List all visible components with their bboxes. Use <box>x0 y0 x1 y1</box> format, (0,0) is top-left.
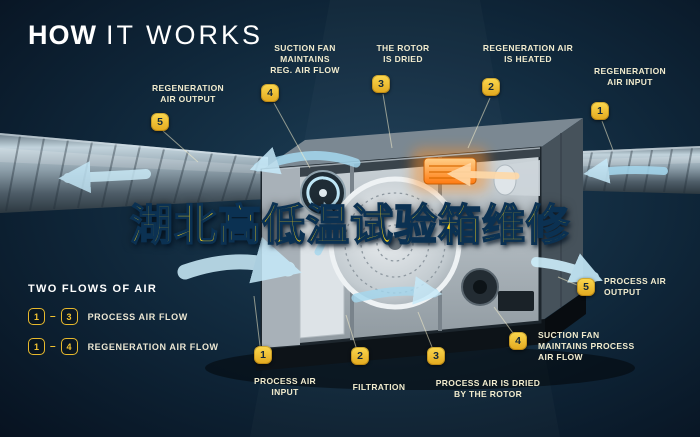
callout-label-rotor-dried: THE ROTOR IS DRIED <box>376 43 430 65</box>
callout-badge-4-suction-fan-reg: 4 <box>261 84 279 102</box>
heated-air-arrow <box>446 162 520 187</box>
callout-badge-5-regen-output: 5 <box>151 113 169 131</box>
legend-badge-1: 1 <box>28 308 45 325</box>
process-input-arrow <box>177 237 302 284</box>
machine-base-side <box>545 290 586 344</box>
regen-duct-out-arrow <box>58 161 151 194</box>
fan-up-arrow <box>314 201 342 256</box>
callout-label-regeneration-air-output: REGENERATION AIR OUTPUT <box>151 83 225 105</box>
legend-badge-4: 4 <box>60 338 78 355</box>
legend-label-process-air-flow: PROCESS AIR FLOW <box>87 311 188 322</box>
machine-base-front <box>256 319 545 371</box>
callout-badge-5-process-output: 5 <box>577 278 595 296</box>
callout-label-filtration: FILTRATION <box>352 382 406 392</box>
callout-label-suction-fan-reg: SUCTION FAN MAINTAINS REG. AIR FLOW <box>270 43 340 76</box>
legend-row-process: 1 – 3 PROCESS AIR FLOW <box>28 308 219 325</box>
callout-label-process-air-input: PROCESS AIR INPUT <box>253 376 317 398</box>
legend-range-dash-2: – <box>50 341 56 352</box>
callout-badge-2-regen-heated: 2 <box>482 78 500 96</box>
callout-badge-3-rotor-dried: 3 <box>372 75 390 93</box>
regen-exit-arrow <box>249 146 361 175</box>
regen-input-arrow <box>583 158 668 184</box>
callout-label-regen-air-heated: REGENERATION AIR IS HEATED <box>482 43 574 65</box>
legend-label-regeneration-air-flow: REGENERATION AIR FLOW <box>87 341 219 352</box>
callout-label-process-air-dried: PROCESS AIR IS DRIED BY THE ROTOR <box>435 378 541 400</box>
callout-label-regen-air-input: REGENERATION AIR INPUT <box>593 66 667 88</box>
title-light: IT WORKS <box>105 20 263 50</box>
callout-badge-4-suction-fan-process: 4 <box>509 332 527 350</box>
callout-badge-3-process-dried: 3 <box>427 347 445 365</box>
callout-label-process-air-output: PROCESS AIR OUTPUT <box>604 276 667 298</box>
process-internal-arrow <box>351 276 443 305</box>
watermark-text: 湖北高低温试验箱维修 <box>129 201 570 251</box>
legend-badge-1b: 1 <box>28 338 45 355</box>
process-fan-motor <box>461 268 534 311</box>
callout-connector-lines <box>162 93 614 348</box>
callout-badge-2-filtration: 2 <box>351 347 369 365</box>
callout-badge-1-regen-input: 1 <box>591 102 609 120</box>
callout-badge-1-process-input: 1 <box>254 346 272 364</box>
legend-title: TWO FLOWS OF AIR <box>28 283 158 295</box>
title-strong: HOW <box>28 20 97 50</box>
legend: TWO FLOWS OF AIR 1 – 3 PROCESS AIR FLOW … <box>28 283 219 355</box>
airflow-arrows <box>58 146 668 305</box>
page-title: HOW IT WORKS <box>28 20 263 51</box>
legend-range-dash: – <box>50 311 56 322</box>
process-output-arrow <box>531 253 603 283</box>
legend-badge-3: 3 <box>60 308 78 325</box>
callout-label-suction-fan-process: SUCTION FAN MAINTAINS PROCESS AIR FLOW <box>538 330 635 363</box>
legend-row-regeneration: 1 – 4 REGENERATION AIR FLOW <box>28 338 219 355</box>
